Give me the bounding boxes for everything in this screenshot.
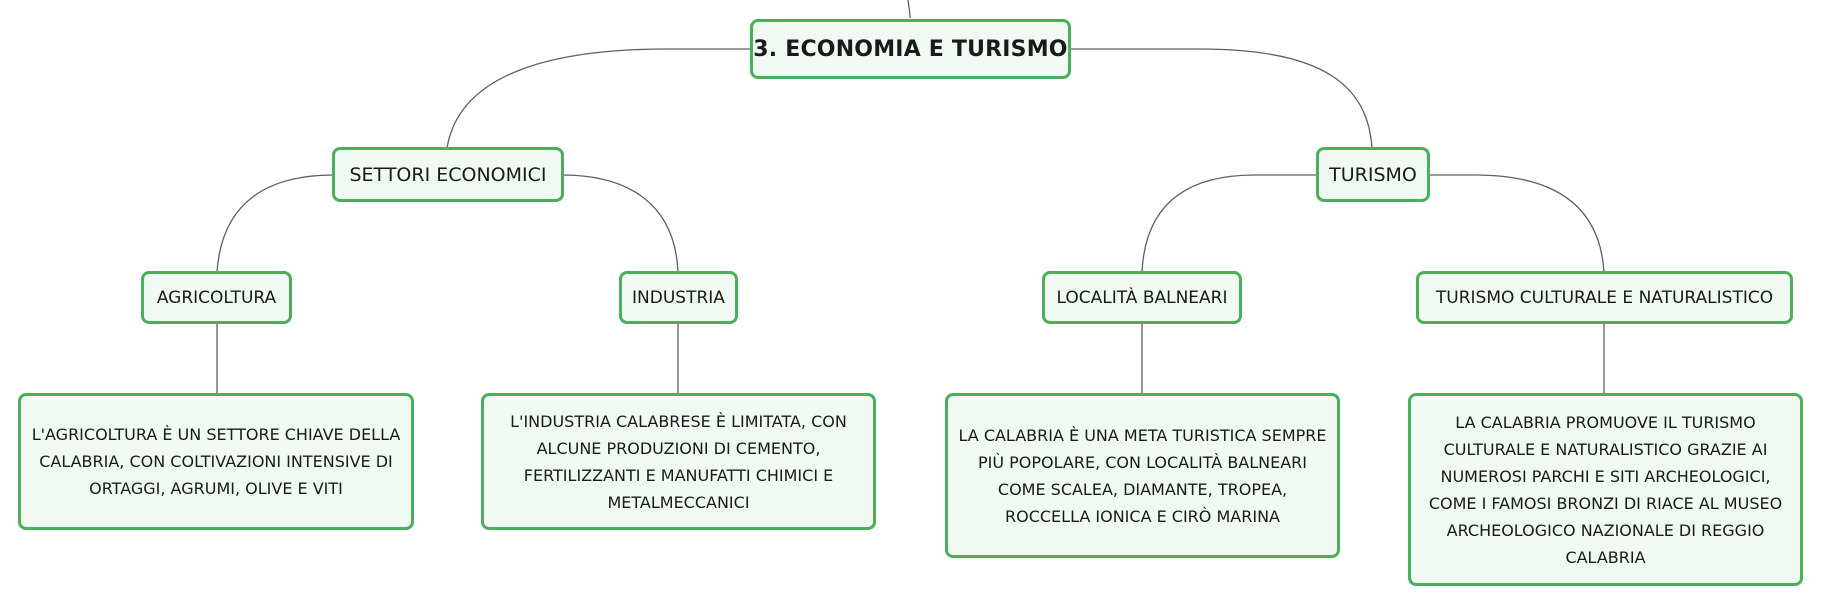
detail-node-localita-balneari[interactable]: LA CALABRIA È UNA META TURISTICA SEMPRE … [945, 393, 1340, 558]
topic-label-industria: INDUSTRIA [632, 287, 725, 308]
detail-node-turismo-culturale[interactable]: LA CALABRIA PROMUOVE IL TURISMO CULTURAL… [1408, 393, 1803, 586]
topic-node-agricoltura[interactable]: AGRICOLTURA [141, 271, 292, 324]
branch-node-settori-economici[interactable]: SETTORI ECONOMICI [332, 147, 564, 202]
connector-settori-agricoltura [216, 174, 335, 273]
root-node-label: 3. ECONOMIA E TURISMO [753, 36, 1068, 62]
branch-node-turismo[interactable]: TURISMO [1316, 147, 1430, 202]
topic-label-turismo-culturale: TURISMO CULTURALE E NATURALISTICO [1435, 287, 1774, 308]
detail-text-industria: L'INDUSTRIA CALABRESE È LIMITATA, CON AL… [510, 411, 847, 512]
root-node[interactable]: 3. ECONOMIA E TURISMO [750, 19, 1071, 79]
detail-text-localita-balneari: LA CALABRIA È UNA META TURISTICA SEMPRE … [958, 425, 1327, 526]
topic-node-localita-balneari[interactable]: LOCALITÀ BALNEARI [1042, 271, 1242, 324]
connector-turismo-localita [1141, 174, 1318, 273]
topic-label-localita-balneari: LOCALITÀ BALNEARI [1056, 287, 1228, 308]
detail-text-agricoltura: L'AGRICOLTURA È UN SETTORE CHIAVE DELLA … [31, 425, 401, 498]
branch-label-settori-economici: SETTORI ECONOMICI [349, 163, 547, 186]
topic-node-industria[interactable]: INDUSTRIA [619, 271, 738, 324]
connector-root-turismo [1068, 48, 1373, 149]
detail-node-industria[interactable]: L'INDUSTRIA CALABRESE È LIMITATA, CON AL… [481, 393, 876, 530]
detail-node-agricoltura[interactable]: L'AGRICOLTURA È UN SETTORE CHIAVE DELLA … [18, 393, 414, 530]
connector-turismo-culturale [1428, 174, 1605, 273]
connector-root-settori [446, 48, 752, 149]
detail-text-turismo-culturale: LA CALABRIA PROMUOVE IL TURISMO CULTURAL… [1428, 412, 1783, 567]
connector-settori-industria [561, 174, 679, 273]
topic-label-agricoltura: AGRICOLTURA [156, 287, 277, 308]
connector-top-incoming [907, 0, 911, 19]
topic-node-turismo-culturale[interactable]: TURISMO CULTURALE E NATURALISTICO [1416, 271, 1793, 324]
branch-label-turismo: TURISMO [1329, 163, 1417, 186]
